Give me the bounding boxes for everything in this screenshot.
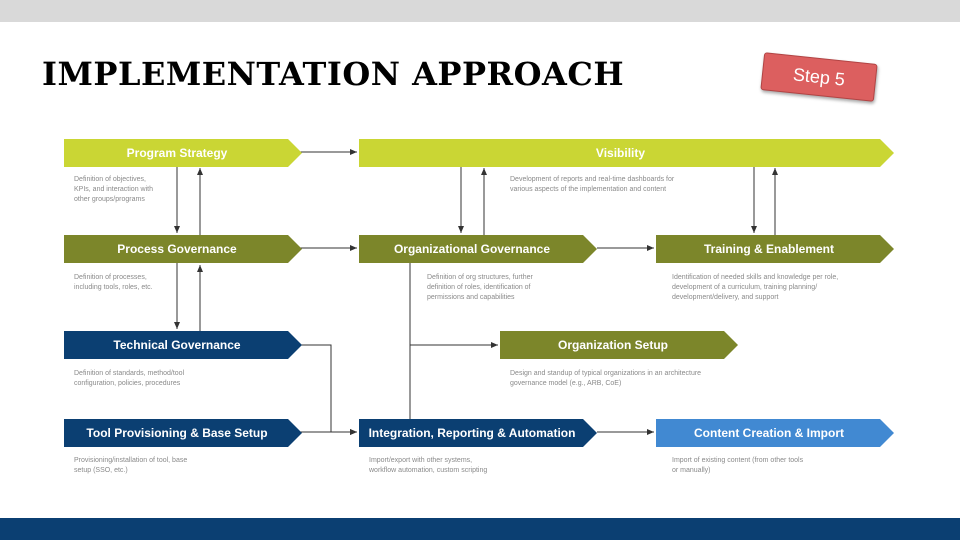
desc-line: Definition of standards, method/tool [74,370,185,377]
node-visibility-label: Visibility [595,146,646,160]
desc-integration-reporting: Import/export with other systems, workfl… [369,456,487,476]
node-integration-reporting: Integration, Reporting & Automation [359,419,597,447]
desc-line: Identification of needed skills and know… [672,274,839,281]
desc-line: configuration, policies, procedures [74,380,181,387]
node-organization-setup-label: Organization Setup [557,338,668,352]
desc-line: Development of reports and real-time das… [510,176,675,183]
desc-line: setup (SSO, etc.) [74,467,128,474]
desc-line: development/delivery, and support [672,294,779,301]
desc-line: Definition of objectives, [74,176,146,183]
desc-organization-setup: Design and standup of typical organizati… [510,369,701,389]
desc-technical-governance: Definition of standards, method/tool con… [74,369,184,389]
node-process-governance: Process Governance [64,235,302,263]
node-technical-governance: Technical Governance [64,331,302,359]
node-organizational-governance-label: Organizational Governance [393,242,551,256]
node-process-governance-label: Process Governance [117,242,237,256]
desc-content-creation: Import of existing content (from other t… [672,456,803,476]
desc-line: including tools, roles, etc. [74,284,153,291]
desc-line: Import/export with other systems, [369,457,473,464]
node-program-strategy: Program Strategy [64,139,302,167]
desc-line: workflow automation, custom scripting [369,467,488,474]
node-training-enablement-label: Training & Enablement [703,242,835,256]
node-tool-provisioning: Tool Provisioning & Base Setup [64,419,302,447]
desc-process-governance: Definition of processes, including tools… [74,273,153,293]
node-training-enablement: Training & Enablement [656,235,894,263]
node-visibility: Visibility [359,139,894,167]
desc-training-enablement: Identification of needed skills and know… [672,273,838,303]
connector-technical-to-integration [300,344,357,435]
desc-line: other groups/programs [74,196,145,203]
desc-line: governance model (e.g., ARB, CoE) [510,380,622,387]
desc-program-strategy: Definition of objectives, KPIs, and inte… [74,175,153,205]
desc-line: or manually) [672,467,711,474]
node-integration-reporting-label: Integration, Reporting & Automation [368,426,576,440]
node-organizational-governance: Organizational Governance [359,235,597,263]
desc-tool-provisioning: Provisioning/installation of tool, base … [74,456,187,476]
node-technical-governance-label: Technical Governance [113,338,241,352]
desc-line: definition of roles, identification of [427,284,531,291]
desc-line: Definition of processes, [74,274,147,281]
desc-line: KPIs, and interaction with [74,186,153,193]
node-tool-provisioning-label: Tool Provisioning & Base Setup [86,426,268,440]
desc-line: Definition of org structures, further [427,274,533,281]
desc-line: Import of existing content (from other t… [672,457,804,464]
desc-line: permissions and capabilities [427,294,515,301]
desc-line: various aspects of the implementation an… [510,186,667,193]
page-title: IMPLEMENTATION APPROACH [42,55,625,93]
desc-line: Design and standup of typical organizati… [510,370,702,377]
node-program-strategy-label: Program Strategy [126,146,228,160]
desc-visibility: Development of reports and real-time das… [510,175,674,195]
node-organization-setup: Organization Setup [500,331,738,359]
node-content-creation-label: Content Creation & Import [694,426,844,440]
desc-line: Provisioning/installation of tool, base [74,457,188,464]
top-bar [0,0,960,22]
bottom-bar [0,518,960,540]
desc-organizational-governance: Definition of org structures, further de… [427,273,533,303]
desc-line: development of a curriculum, training pl… [672,284,818,291]
node-content-creation: Content Creation & Import [656,419,894,447]
